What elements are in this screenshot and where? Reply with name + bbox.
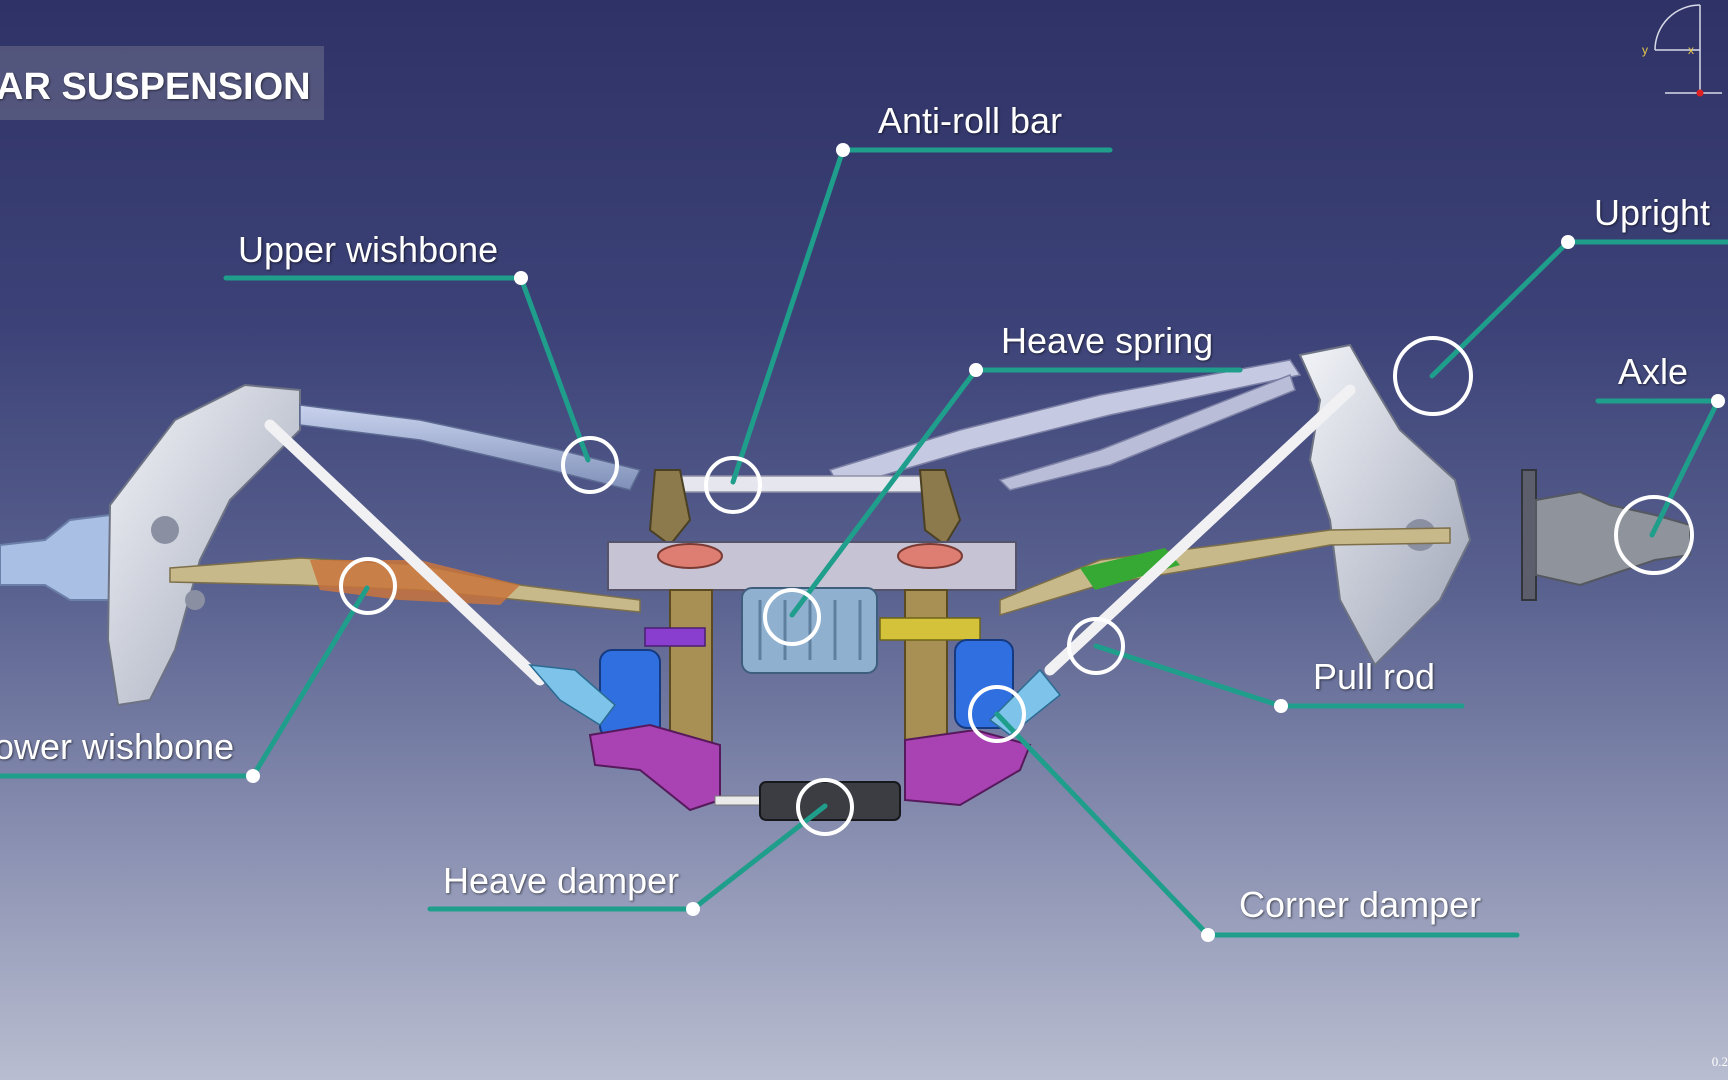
anti-roll-bar-left-drop-link [648, 469, 692, 547]
dot-anti-roll-bar [836, 143, 850, 157]
callout-upper-wishbone [561, 436, 619, 494]
right-brake-disc [1521, 469, 1537, 601]
orientation-compass-icon: y x [1642, 4, 1722, 97]
left-rocker-column [669, 589, 713, 751]
right-rocker [904, 728, 1032, 807]
dot-upright [1561, 235, 1575, 249]
heave-damper-body [759, 781, 901, 821]
label-heave-damper: Heave damper [443, 860, 680, 901]
upper-wishbone-left-arm [299, 404, 642, 491]
callout-pull-rod [1067, 617, 1125, 675]
label-upright: Upright [1594, 192, 1711, 233]
callout-corner-damper [968, 685, 1026, 743]
label-axle: Axle [1618, 351, 1689, 392]
leader-anti-roll-bar [730, 147, 1113, 485]
label-corner-damper: Corner damper [1239, 884, 1482, 925]
callout-lower-wishbone [339, 557, 397, 615]
label-anti-roll-bar: Anti-roll bar [878, 100, 1063, 141]
dot-axle [1711, 394, 1725, 408]
dot-pull-rod [1274, 699, 1288, 713]
right-hub [1535, 490, 1691, 587]
anti-roll-bar-right-drop-link [918, 469, 962, 547]
scale-readout: 0.2 [1711, 1054, 1728, 1069]
dot-heave-spring [969, 363, 983, 377]
label-lower-wishbone: ower wishbone [0, 726, 235, 767]
left-rocker [588, 723, 721, 812]
right-rocker-column [904, 589, 948, 751]
label-heave-spring: Heave spring [1001, 320, 1214, 361]
callout-upright [1393, 336, 1473, 416]
compass-x-label: x [1688, 43, 1694, 57]
left-hub [0, 513, 114, 601]
suspension-assembly [0, 343, 1691, 821]
left-upright [106, 383, 301, 707]
callout-heave-spring [763, 588, 821, 646]
right-upright [1298, 343, 1472, 667]
slide-title: AR SUSPENSION [0, 66, 311, 108]
compass-y-label: y [1642, 43, 1648, 57]
dot-lower-wishbone [246, 769, 260, 783]
dot-heave-damper [686, 902, 700, 916]
label-upper-wishbone: Upper wishbone [238, 229, 499, 270]
label-pull-rod: Pull rod [1313, 656, 1436, 697]
pull-rod-right [1044, 384, 1356, 676]
callout-axle [1614, 495, 1694, 575]
leader-dots [246, 143, 1725, 942]
dot-corner-damper [1201, 928, 1215, 942]
dot-upper-wishbone [514, 271, 528, 285]
title-banner: AR SUSPENSION [0, 46, 324, 120]
pull-rod-left [264, 419, 546, 686]
callout-anti-roll-bar [704, 456, 762, 514]
callout-circles [339, 336, 1694, 836]
callout-heave-damper [796, 778, 854, 836]
